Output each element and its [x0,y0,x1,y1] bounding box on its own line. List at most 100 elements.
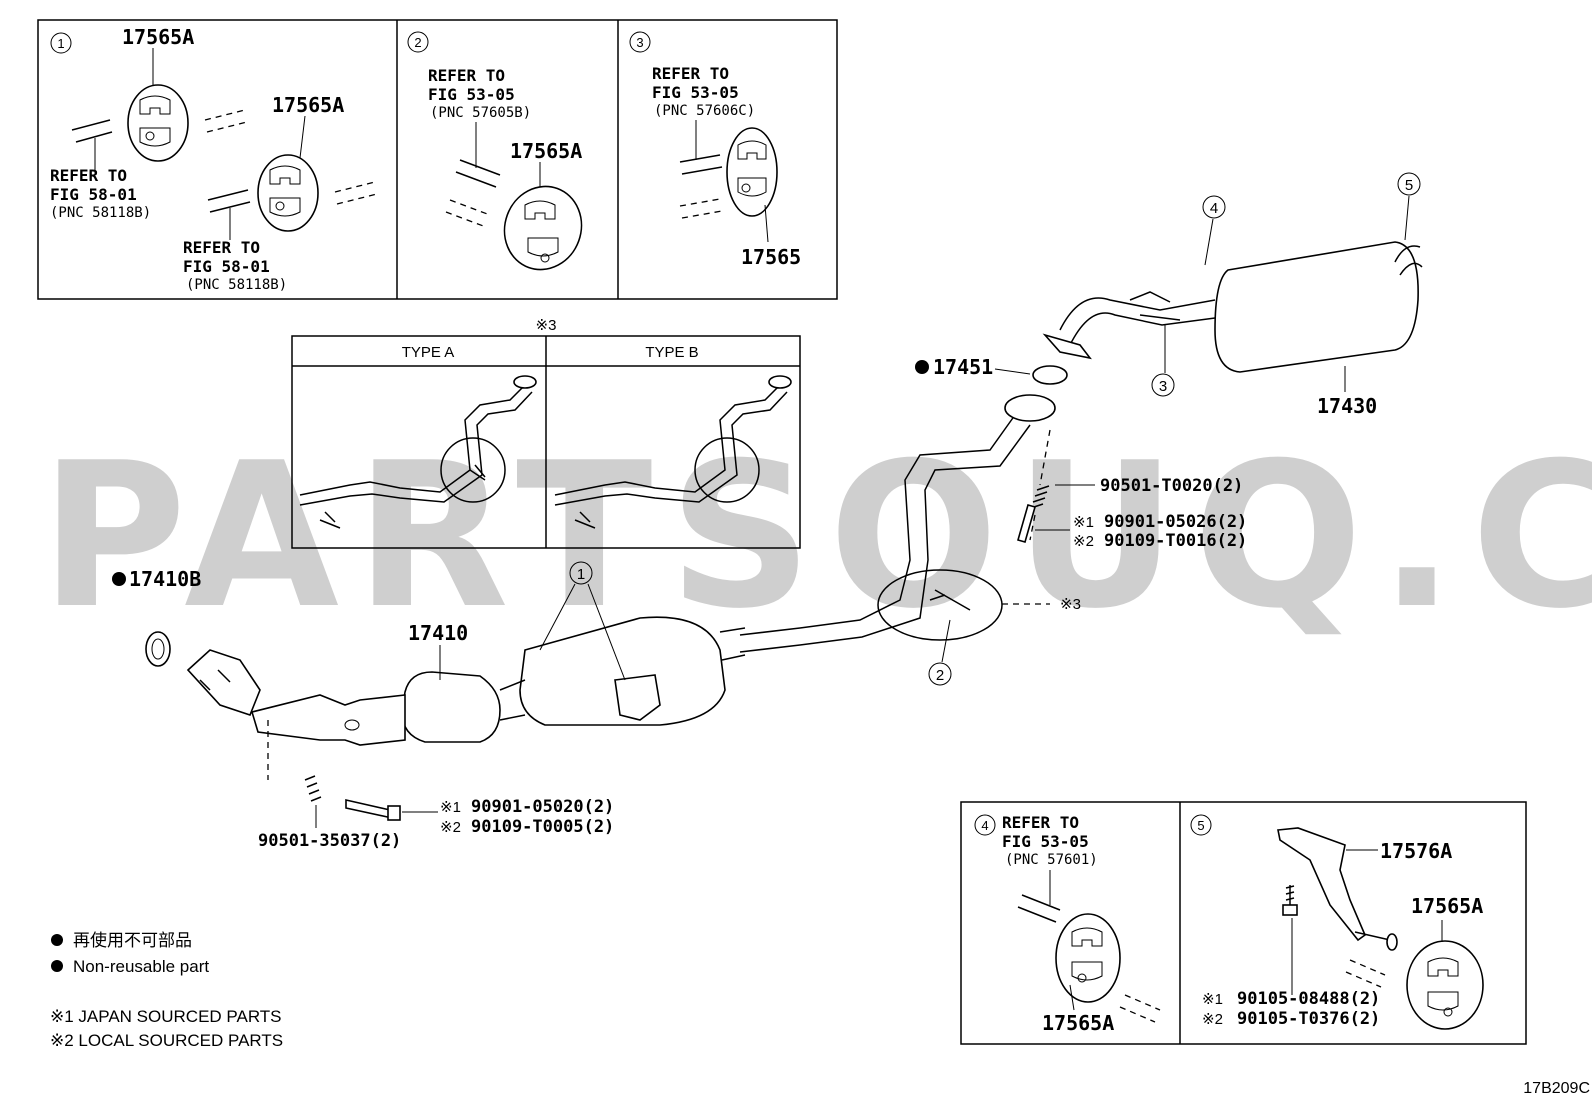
callout-4-circle [1202,195,1226,219]
inset-2-part[interactable]: 17565A [510,139,582,163]
detail-marker-3: ※3 [1060,596,1081,613]
inset-3-ref-line1: REFER TO [652,64,729,83]
inset-5-mark2: ※2 [1202,1011,1223,1028]
type-box: ※3 TYPE A TYPE B [291,317,801,549]
part-17410b[interactable]: 17410B [129,567,201,591]
bolt-icon [345,798,394,820]
spring-icon [304,775,322,802]
part-17430[interactable]: 17430 [1317,394,1377,418]
callout-2[interactable]: 2 [936,667,944,684]
rubber-hanger-icon [127,84,189,162]
figure-code: 17B209C [1523,1080,1590,1097]
inset-5-hanger-part[interactable]: 17565A [1411,894,1483,918]
type-b-label[interactable]: TYPE B [645,344,698,361]
callout-circle-4 [974,814,996,836]
rubber-hanger-icon [257,154,319,232]
bolt-lower-2[interactable]: 90109-T0005(2) [471,817,614,837]
type-b-pipe-icon [554,375,792,529]
part-17451[interactable]: 17451 [933,355,993,379]
bolt-upper-1[interactable]: 90901-05026(2) [1104,512,1247,532]
gasket-17410b-icon [145,631,171,667]
inset-1-ref1-line1: REFER TO [50,166,127,185]
inset-5-bolt-2[interactable]: 90105-T0376(2) [1237,1009,1380,1029]
callout-circle-3 [629,31,651,53]
flange-icon [1004,394,1056,422]
callout-circle-2 [407,31,429,53]
converter-17410[interactable] [186,616,746,746]
inset-2-ref-line1: REFER TO [428,66,505,85]
callout-circle-5 [1190,814,1212,836]
watermark: PARTSOUQ.COM [40,420,1592,653]
inset-group-bottom: 4 REFER TO FIG 53-05 (PNC 57601) 17565A … [960,801,1527,1045]
inset-2: 2 REFER TO FIG 53-05 (PNC 57605B) 17565A [407,31,583,271]
legend-en: Non-reusable part [73,957,209,976]
inset-3-part[interactable]: 17565 [741,245,801,269]
bolt-lower-1[interactable]: 90901-05020(2) [471,797,614,817]
mark-2-lower: ※2 [440,819,461,836]
callout-5[interactable]: 5 [1405,177,1413,194]
callout-3-circle [1151,373,1175,397]
type-a-pipe-icon [299,375,537,529]
bracket-17576a-icon[interactable] [1277,827,1398,951]
bolt-icon [1017,504,1036,543]
legend: 再使用不可部品 Non-reusable part ※1 JAPAN SOURC… [50,930,283,1050]
inset-1: 1 17565A 17565A [50,25,378,293]
inset-4-number: 4 [981,818,988,833]
mark-2-upper: ※2 [1073,533,1094,550]
inset-2-ref-line2[interactable]: FIG 53-05 [428,85,515,104]
legend-dot-jp [51,934,63,946]
inset-3-ref-line2[interactable]: FIG 53-05 [652,83,739,102]
callout-3[interactable]: 3 [1159,378,1167,395]
bolt-icon [1282,885,1298,916]
inset-2-number: 2 [414,35,421,50]
main-exhaust: 17430 3 4 5 17451 ※3 2 90501-T0020(2) [112,172,1423,851]
callout-circle-1 [50,32,72,54]
inset-bottom-frame [960,801,1527,1045]
inset-4-part[interactable]: 17565A [1042,1011,1114,1035]
inset-1-part-b[interactable]: 17565A [272,93,344,117]
rubber-hanger-icon [503,185,583,271]
non-reusable-dot [915,360,929,374]
inset-1-ref2-line3: (PNC 58118B) [186,277,287,293]
inset-5-number: 5 [1197,818,1204,833]
callout-4[interactable]: 4 [1210,200,1218,217]
inset-4-ref-line3: (PNC 57601) [1005,852,1098,868]
callout-1[interactable]: 1 [577,566,585,583]
inset-3-number: 3 [636,35,643,50]
inset-4-ref-line2[interactable]: FIG 53-05 [1002,832,1089,851]
inset-1-ref1-line2[interactable]: FIG 58-01 [50,185,137,204]
callout-2-circle [928,662,952,686]
callout-1-circle [569,561,593,585]
inset-1-ref2-line1: REFER TO [183,238,260,257]
muffler-17430[interactable] [1042,241,1423,373]
spring-icon [1030,485,1050,509]
inset-1-ref1-line3: (PNC 58118B) [50,205,151,221]
callout-5-circle [1397,172,1421,196]
inset-1-part-a[interactable]: 17565A [122,25,194,49]
inset-4-ref-line1: REFER TO [1002,813,1079,832]
spring-upper[interactable]: 90501-T0020(2) [1100,476,1243,496]
type-a-label[interactable]: TYPE A [402,344,455,361]
inset-4: 4 REFER TO FIG 53-05 (PNC 57601) 17565A [974,813,1161,1035]
bolt-upper-2[interactable]: 90109-T0016(2) [1104,531,1247,551]
inset-5-bolt-1[interactable]: 90105-08488(2) [1237,989,1380,1009]
inset-1-number: 1 [57,36,64,51]
part-17410[interactable]: 17410 [408,621,468,645]
inset-3-ref-line3: (PNC 57606C) [654,103,755,119]
legend-note-2: ※2 LOCAL SOURCED PARTS [50,1031,283,1050]
non-reusable-dot [112,572,126,586]
inset-5-mark1: ※1 [1202,991,1223,1008]
inset-1-ref2-line2[interactable]: FIG 58-01 [183,257,270,276]
inset-5-bracket-part[interactable]: 17576A [1380,839,1452,863]
mark-1-upper: ※1 [1073,514,1094,531]
legend-dot-en [51,960,63,972]
type-box-marker: ※3 [536,317,557,334]
inset-3: 3 REFER TO FIG 53-05 (PNC 57606C) 17565 [629,31,801,269]
legend-jp: 再使用不可部品 [73,930,192,950]
gasket-17451-icon [1032,365,1068,385]
spring-lower[interactable]: 90501-35037(2) [258,831,401,851]
detail-circle [877,569,1003,641]
inset-top-frame [37,19,838,300]
rubber-hanger-icon [1055,913,1121,1003]
